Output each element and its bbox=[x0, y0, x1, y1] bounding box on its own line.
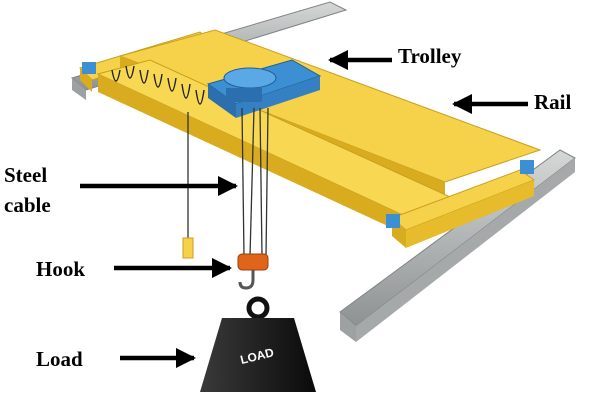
rail-label: Rail bbox=[534, 90, 572, 114]
steel-cable-label-line2: cable bbox=[4, 193, 51, 217]
steel-cable-label-line1: Steel bbox=[4, 163, 48, 187]
load-label: Load bbox=[36, 347, 83, 371]
hook-label: Hook bbox=[36, 257, 86, 281]
label-arrows bbox=[80, 49, 528, 369]
trolley-label: Trolley bbox=[398, 44, 462, 68]
festoon-cables bbox=[111, 65, 205, 105]
trolley bbox=[206, 59, 322, 118]
hoist-ropes bbox=[241, 107, 269, 257]
end-truck-front bbox=[386, 160, 536, 248]
hook-block bbox=[237, 253, 269, 290]
pendant-control bbox=[182, 112, 194, 259]
load-weight: LOAD bbox=[200, 296, 316, 392]
